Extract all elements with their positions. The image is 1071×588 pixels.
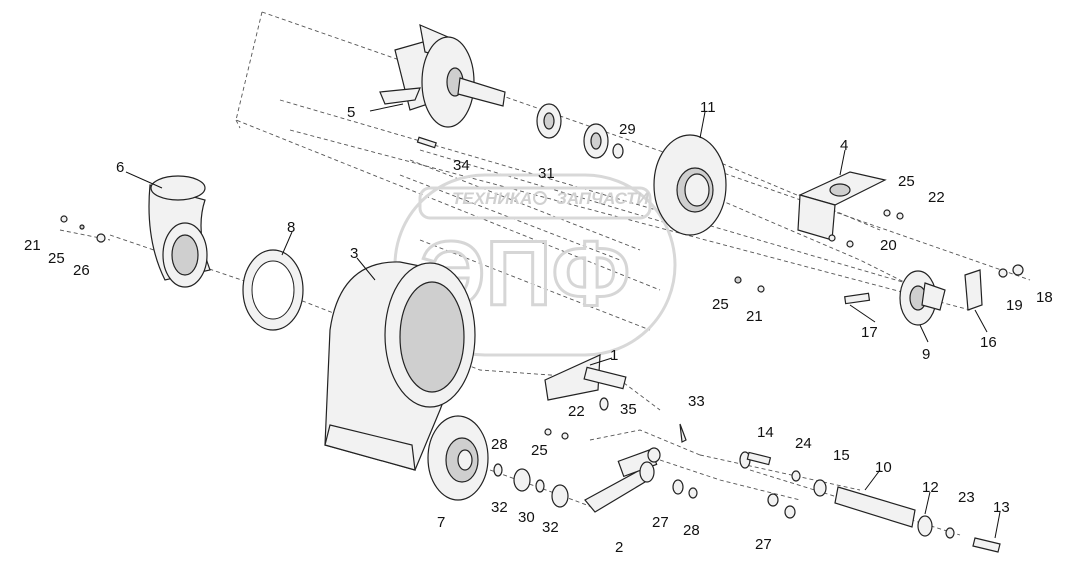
part-label: 16 [980,334,997,351]
part-label: 35 [620,401,637,418]
part-label: 2 [615,539,623,556]
shaft-1 [544,354,627,411]
tensioner-9 [844,264,1024,326]
part-label: 29 [619,121,636,138]
part-label: 19 [1006,297,1023,314]
part-label: 31 [538,165,555,182]
leader-lines [125,103,1001,539]
impeller-part [379,24,506,128]
part-label: 13 [993,499,1010,516]
key-34 [416,136,437,149]
part-label: 18 [1036,289,1053,306]
part-label: 21 [24,237,41,254]
part-label: 25 [531,442,548,459]
pin-33 [679,423,687,443]
bearings-lower [493,432,569,508]
part-label: 17 [861,324,878,341]
part-label: 3 [350,245,358,262]
part-label: 34 [453,157,470,174]
part-label: 21 [746,308,763,325]
part-label: 28 [491,436,508,453]
gear-icon [533,191,547,205]
part-label: 27 [652,514,669,531]
part-label: 25 [898,173,915,190]
gasket-8 [242,249,304,331]
part-label: 7 [437,514,445,531]
part-label: 11 [700,99,716,116]
part-label: 22 [928,189,945,206]
part-label: 9 [922,346,930,363]
part-label: 32 [542,519,559,536]
part-label: 32 [491,499,508,516]
watermark-text-right: ЗАПЧАСТИ [556,189,649,208]
watermark-text-left: ТЕХНИКА [452,189,532,208]
lever-2 [584,447,698,513]
flange-11 [653,134,727,236]
part-label: 33 [688,393,705,410]
part-label: 30 [518,509,535,526]
part-label: 14 [757,424,774,441]
part-label: 12 [922,479,939,496]
part-label: 6 [116,159,124,176]
part-label: 24 [795,435,812,452]
part-label: 23 [958,489,975,506]
part-label: 25 [712,296,729,313]
tension-assembly [739,451,1001,553]
fasteners [60,209,904,436]
part-label: 5 [347,104,355,121]
elbow-6 [148,175,211,288]
part-label: 15 [833,447,850,464]
part-labels: 1 2 3 4 5 6 7 8 9 10 11 12 13 14 15 16 1… [24,99,1053,556]
part-label: 25 [48,250,65,267]
part-label: 8 [287,219,295,236]
part-label: 4 [840,137,848,154]
pulley-7 [427,415,489,501]
bracket-4 [797,171,887,241]
part-label: 1 [610,347,618,364]
part-label: 22 [568,403,585,420]
housing-3 [324,261,476,471]
bearing-31 [536,103,624,159]
part-label: 27 [755,536,772,553]
part-label: 20 [880,237,897,254]
part-label: 26 [73,262,90,279]
part-label: 10 [875,459,892,476]
assembly-guide-lines [59,11,1031,536]
part-label: 28 [683,522,700,539]
